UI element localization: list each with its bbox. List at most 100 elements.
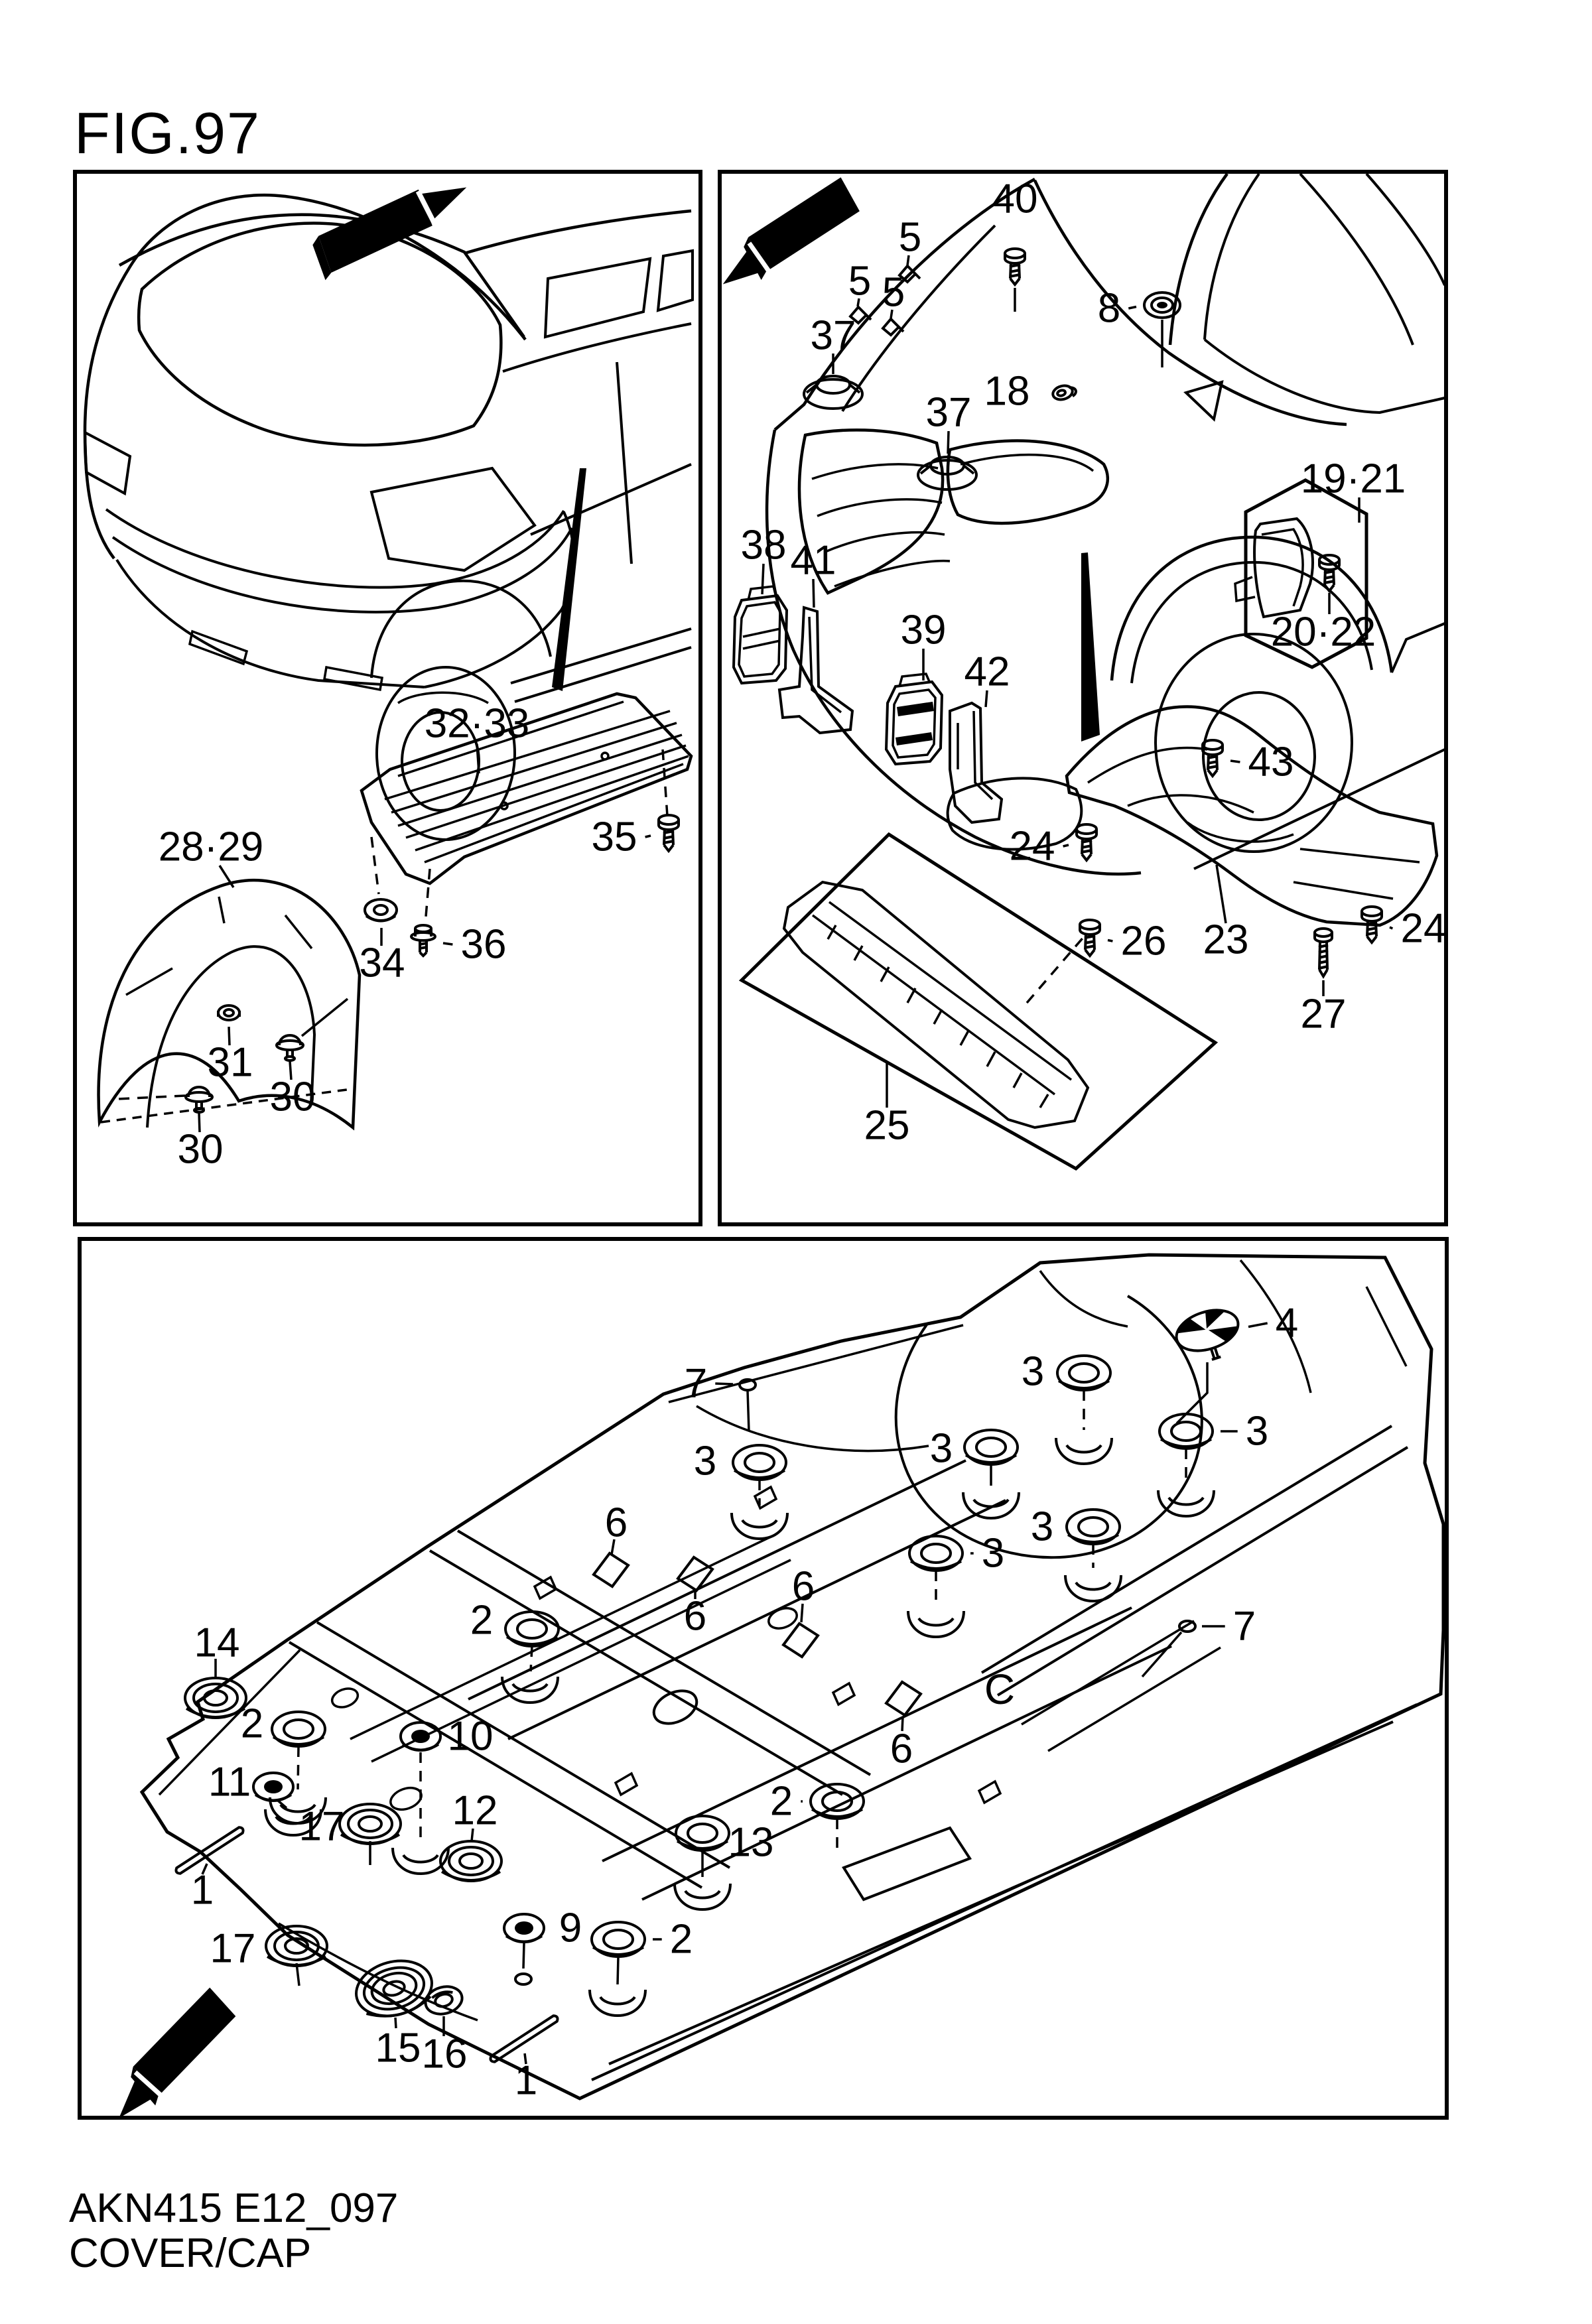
leader-line [300, 998, 349, 1037]
callout-5: 5 [882, 270, 905, 319]
line-art-segment [1365, 172, 1446, 286]
part-glyph-strip [489, 2014, 559, 2063]
line-art-segment [744, 1452, 775, 1473]
line-art-segment [133, 1987, 236, 2097]
callout-label: 7 [685, 1361, 707, 1407]
leader-line [1230, 759, 1240, 763]
line-art-segment [1390, 622, 1445, 673]
part-glyph-screwV [1360, 905, 1383, 945]
leader-line [522, 1943, 525, 1969]
line-art-segment [415, 190, 436, 224]
line-art-segment [193, 1107, 205, 1114]
callout-label: 1 [191, 1868, 214, 1913]
callout-32-33: 32·33 [425, 701, 530, 774]
callout-label: 6 [792, 1564, 815, 1610]
callout-label: 2 [470, 1598, 493, 1644]
callout-label: 17 [210, 1926, 256, 1972]
line-art-segment [185, 1707, 246, 1718]
line-art-segment [316, 1621, 731, 1869]
part-glyph-screwV [1075, 823, 1098, 863]
callout-11: 11 [208, 1760, 288, 1809]
line-art-segment [514, 1972, 533, 1986]
line-art-segment [1366, 921, 1378, 926]
line-art-segment [362, 1966, 426, 2011]
callout-label: 3 [982, 1531, 1004, 1577]
part-glyph-plugSmall [424, 1985, 464, 2016]
callout-label: 7 [1233, 1604, 1256, 1649]
callout-30: 30 [270, 998, 349, 1120]
line-art-segment [514, 646, 692, 703]
line-art-segment [896, 732, 933, 745]
line-art-segment [865, 314, 872, 321]
line-art-segment [1081, 844, 1093, 849]
line-art-segment [1081, 853, 1093, 863]
line-art-segment [146, 945, 316, 1128]
line-art-segment [748, 177, 860, 272]
callout-label: 18 [984, 369, 1030, 415]
line-art-segment [1150, 296, 1174, 314]
leader-line [746, 1390, 750, 1432]
callout-label: 32·33 [425, 701, 530, 747]
part-glyph-capBlack [1175, 1309, 1240, 1361]
callout-9: 9 [522, 1905, 582, 1969]
line-art-segment [1318, 954, 1329, 959]
line-art-segment [384, 710, 671, 801]
line-art-segment [158, 1649, 301, 1796]
line-art-segment [959, 1030, 970, 1046]
line-art-segment [1186, 821, 1294, 843]
line-art-segment [410, 931, 436, 942]
floor-panel-frame [78, 1237, 1449, 2120]
line-art-segment [507, 1499, 1006, 1740]
line-art-segment [1366, 927, 1378, 931]
line-art-segment [83, 430, 132, 496]
line-art-segment [1084, 948, 1096, 958]
line-art-segment [1183, 380, 1224, 422]
line-art-segment [730, 1512, 789, 1541]
line-art-segment [906, 988, 917, 1003]
line-art-segment [184, 1091, 214, 1103]
leader-line [947, 430, 950, 454]
callout-label: 25 [864, 1103, 910, 1149]
line-art-segment [684, 1890, 721, 1900]
callout-27: 27 [1301, 980, 1346, 1037]
callout-2: 2 [241, 1701, 300, 1790]
line-art-segment [192, 1683, 239, 1713]
line-art-segment [322, 665, 384, 692]
leader-line [529, 1646, 533, 1672]
line-art-segment [663, 844, 675, 854]
line-art-segment [811, 914, 1056, 1096]
callout-label: 42 [964, 649, 1010, 695]
line-art-segment [391, 722, 677, 814]
callout-label: 30 [178, 1127, 224, 1173]
line-art-segment [782, 880, 1090, 1130]
callout-40: 40 [992, 176, 1037, 312]
callout-3: 3 [935, 1531, 1004, 1604]
line-art-segment [370, 1971, 418, 2006]
line-art-segment [118, 213, 525, 338]
rear-car-drawing [83, 193, 694, 1131]
leader-line [523, 2053, 527, 2065]
callout-37: 37 [811, 313, 856, 374]
line-art-segment [105, 508, 565, 589]
part-glyph-screwV [1004, 247, 1026, 287]
line-art-segment [1075, 1581, 1112, 1591]
line-art-segment [1318, 965, 1329, 970]
callout-5: 5 [848, 259, 871, 307]
leader-line [610, 1539, 616, 1555]
line-art-segment [1039, 1270, 1128, 1328]
line-art-segment [668, 1324, 964, 1403]
callout-label: 8 [1098, 286, 1120, 332]
callout-label: 6 [890, 1726, 913, 1772]
leader-line [370, 836, 380, 895]
leader-line [1248, 1322, 1268, 1328]
leader-line [812, 578, 815, 608]
callout-41: 41 [791, 538, 836, 608]
callout-7: 7 [685, 1361, 750, 1432]
callout-36: 36 [424, 868, 506, 968]
line-art-segment [908, 1535, 964, 1572]
line-art-segment [1323, 580, 1335, 584]
callout-37: 37 [926, 390, 971, 454]
line-art-segment [411, 1730, 430, 1743]
leader-line [645, 834, 651, 838]
line-art-segment [1079, 919, 1101, 931]
